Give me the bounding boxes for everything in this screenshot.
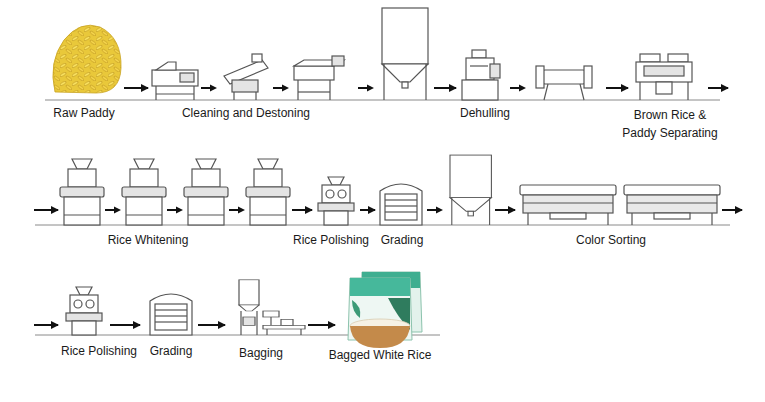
whitener-machine xyxy=(184,159,228,225)
color-sorter xyxy=(520,185,616,225)
flow-connector xyxy=(110,325,140,326)
grader-machine xyxy=(150,294,192,335)
stage-label: Rice Polishing xyxy=(293,233,369,247)
flow-arrow-mark xyxy=(427,207,443,214)
stage-label: Brown Rice & Paddy Separating xyxy=(620,106,720,142)
process-arrows xyxy=(105,85,526,214)
silo xyxy=(450,155,491,225)
flow-connector xyxy=(34,210,742,325)
silo xyxy=(382,8,428,100)
process-stage: Raw Paddy xyxy=(45,15,124,142)
process-stage: Color Sorting xyxy=(515,150,722,252)
process-stage: Rice Polishing xyxy=(312,150,360,252)
process-stage: Grading xyxy=(140,265,198,365)
color-sorter xyxy=(624,185,720,225)
stage-label: Raw Paddy xyxy=(53,106,114,120)
cleaner-machine xyxy=(152,62,198,100)
flow-connector xyxy=(360,210,375,211)
flow-connector xyxy=(34,88,728,210)
grader-machine xyxy=(380,184,422,225)
arrow-line xyxy=(34,209,58,211)
gravity-machine xyxy=(294,56,344,100)
stage-label: Rice Polishing xyxy=(61,344,137,358)
flow-arrow-mark xyxy=(229,207,245,214)
arrow-line xyxy=(722,209,742,211)
stage-label: Bagging xyxy=(239,346,283,360)
arrow-line xyxy=(110,324,140,326)
flow-connector xyxy=(606,88,628,89)
flow-arrow-mark xyxy=(201,85,217,92)
paddy-pile xyxy=(53,25,121,93)
destoner-machine xyxy=(224,54,268,100)
rice-bag xyxy=(348,272,422,348)
arrow-line xyxy=(708,87,728,89)
dehuller-machine xyxy=(462,50,500,100)
arrow-line xyxy=(606,87,628,89)
process-stage: Bagging xyxy=(225,265,308,365)
flow-arrow-mark xyxy=(167,207,183,214)
flow-connector xyxy=(495,210,515,211)
polisher-machine xyxy=(66,287,102,335)
arrow-line xyxy=(124,87,148,89)
flow-arrow-mark xyxy=(273,85,289,92)
process-stage: Cleaning and Destoning xyxy=(148,15,434,142)
stage-label: Cleaning and Destoning xyxy=(182,106,310,120)
flow-arrow-mark xyxy=(358,85,374,92)
flow-connector xyxy=(308,325,335,326)
arrow-line xyxy=(34,324,58,326)
process-stage: Rice Polishing xyxy=(58,265,110,365)
whitener-machine xyxy=(246,159,290,225)
flow-connector xyxy=(434,88,456,89)
process-stage: Bagged White Rice xyxy=(335,265,430,365)
flow-connector xyxy=(124,88,148,89)
process-stage: Brown Rice & Paddy Separating xyxy=(628,15,708,142)
roller-machine xyxy=(536,66,592,100)
stage-label: Bagged White Rice xyxy=(329,348,432,362)
process-stage: Grading xyxy=(375,150,495,252)
whitener-machine xyxy=(60,159,104,225)
polisher-machine xyxy=(318,177,354,225)
base-line xyxy=(45,100,720,101)
arrow-line xyxy=(495,209,515,211)
flow-connector xyxy=(198,325,225,326)
stage-label: Grading xyxy=(381,233,424,247)
whitener-machine xyxy=(122,159,166,225)
flow-arrow-mark xyxy=(510,85,526,92)
stage-label: Grading xyxy=(150,344,193,358)
separator-machine xyxy=(636,54,692,100)
flow-arrow-mark xyxy=(105,207,121,214)
arrow-line xyxy=(198,324,225,326)
arrow-line xyxy=(308,324,335,326)
arrow-line xyxy=(434,87,456,89)
process-stage: Rice Whitening xyxy=(58,150,292,252)
stage-label: Rice Whitening xyxy=(108,233,189,247)
arrow-line xyxy=(292,209,312,211)
bagging-machine xyxy=(239,280,305,335)
stage-label: Dehulling xyxy=(460,106,510,120)
flow-connector xyxy=(292,210,312,211)
arrow-line xyxy=(360,209,375,211)
process-stage: Dehulling xyxy=(456,15,606,142)
stage-label: Color Sorting xyxy=(576,233,646,247)
